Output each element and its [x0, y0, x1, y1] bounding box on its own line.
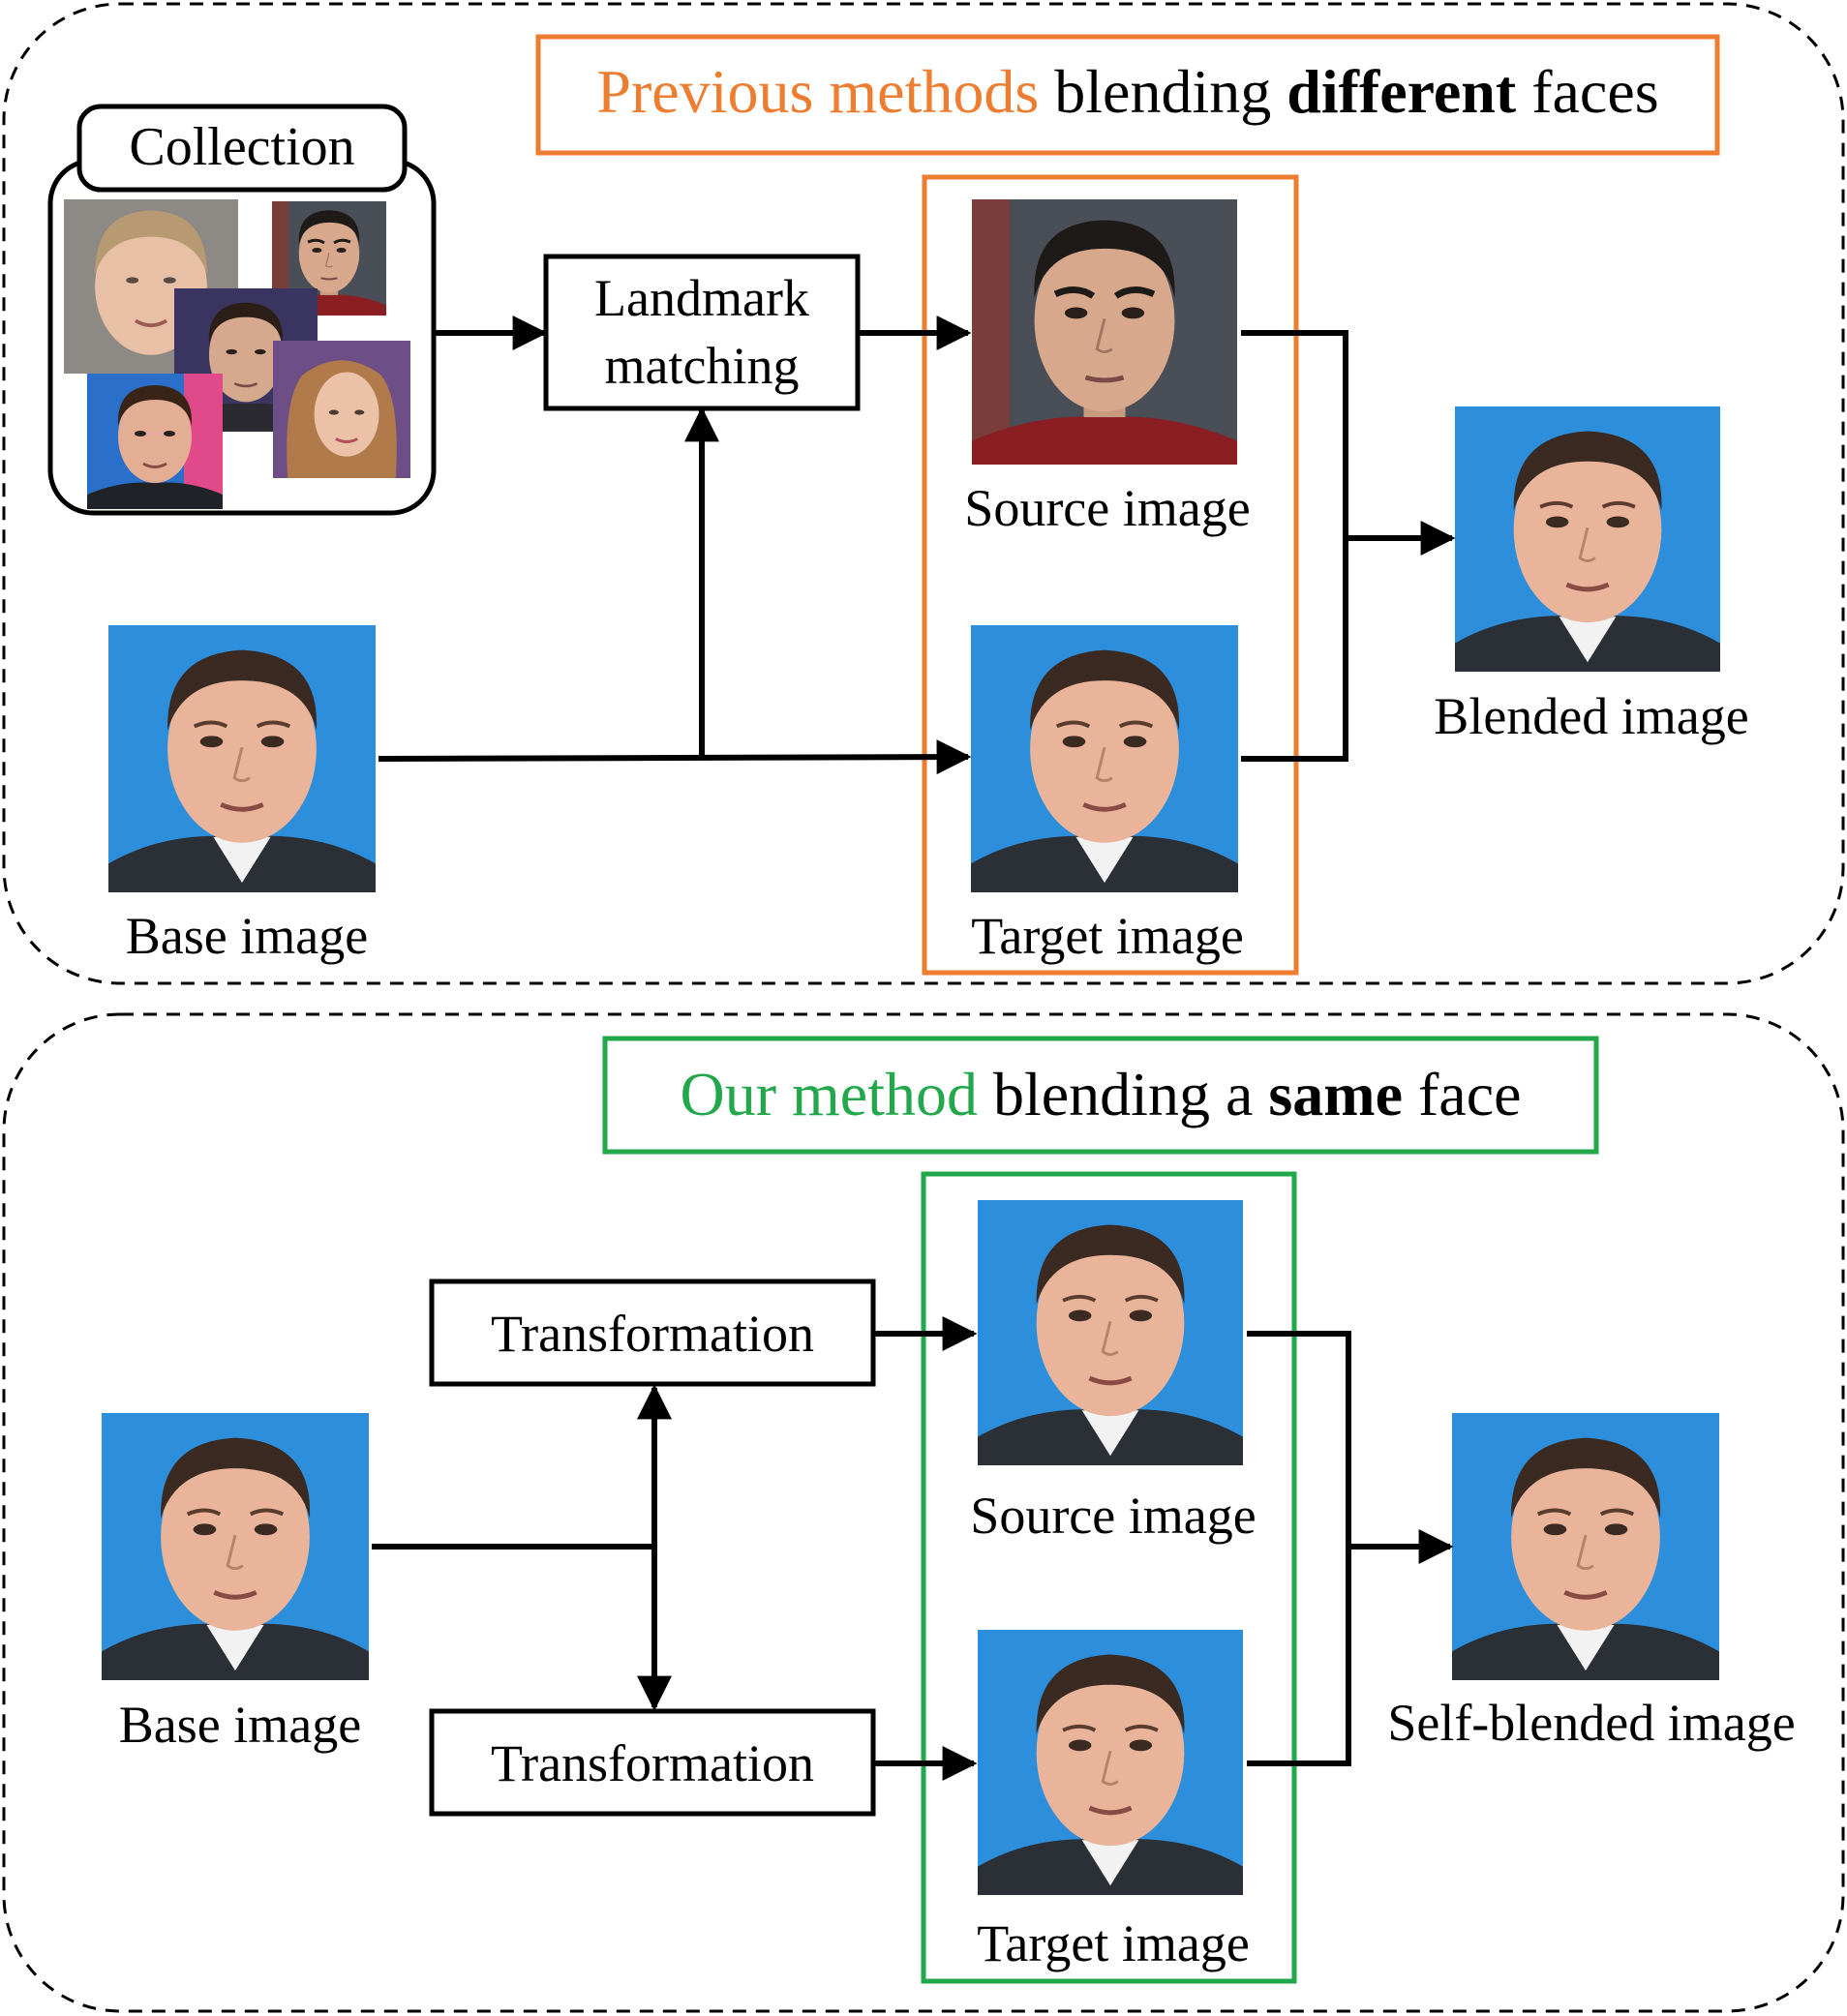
top-target-label: Target image — [971, 907, 1244, 965]
bottom-connectors — [372, 1316, 1454, 1781]
collection-face-4 — [273, 341, 410, 478]
bottom-base-image — [102, 1413, 369, 1680]
ours-pair-box — [921, 1171, 1297, 1984]
bottom-panel-border — [2, 1012, 1845, 2013]
top-base-image — [108, 625, 376, 892]
previous-title-middle: blending — [1039, 57, 1287, 126]
top-base-label: Base image — [126, 907, 368, 965]
top-target-image — [971, 625, 1238, 892]
self-blended-image — [1452, 1413, 1719, 1680]
ours-title: Our method blending a same face — [680, 1060, 1521, 1128]
top-panel-border — [2, 2, 1845, 985]
bottom-source-image — [978, 1200, 1243, 1465]
bottom-target-label: Target image — [977, 1914, 1250, 1972]
collection-label-box — [76, 104, 408, 193]
ours-title-box — [602, 1036, 1599, 1155]
collection-face-5 — [87, 374, 223, 509]
bottom-source-label: Source image — [970, 1487, 1256, 1545]
ours-title-colored: Our method — [680, 1060, 978, 1128]
transformation-label-bottom: Transformation — [491, 1734, 814, 1792]
landmark-label-line2: matching — [605, 337, 800, 395]
transformation-box-bottom — [429, 1708, 876, 1817]
ours-title-end: face — [1403, 1060, 1522, 1128]
previous-pair-box — [922, 174, 1299, 976]
ours-title-bold: same — [1268, 1060, 1403, 1128]
top-source-label: Source image — [964, 479, 1250, 537]
bottom-source-merge-line — [1247, 1331, 1351, 1547]
previous-title-colored: Previous methods — [596, 57, 1039, 126]
ours-title-middle: blending a — [978, 1060, 1268, 1128]
transformation-label-top: Transformation — [491, 1305, 814, 1363]
previous-title: Previous methods blending different face… — [596, 57, 1658, 126]
transformation-box-top — [429, 1279, 876, 1387]
previous-title-end: faces — [1516, 57, 1658, 126]
top-source-image — [972, 199, 1237, 465]
previous-title-box — [535, 34, 1720, 156]
self-blended-label: Self-blended image — [1387, 1694, 1795, 1752]
bottom-base-label: Base image — [119, 1696, 361, 1754]
previous-title-bold: different — [1287, 57, 1517, 126]
source-merge-line — [1241, 330, 1348, 538]
landmark-label-line1: Landmark — [594, 269, 809, 327]
base-to-target-arrow — [378, 739, 972, 775]
top-connectors — [378, 316, 1456, 775]
collection-label: Collection — [129, 117, 354, 177]
bottom-target-merge-line — [1247, 1547, 1351, 1766]
top-blended-image — [1455, 406, 1720, 672]
top-blended-label: Blended image — [1434, 687, 1748, 745]
bottom-target-image — [978, 1630, 1243, 1895]
target-merge-line — [1241, 538, 1348, 762]
